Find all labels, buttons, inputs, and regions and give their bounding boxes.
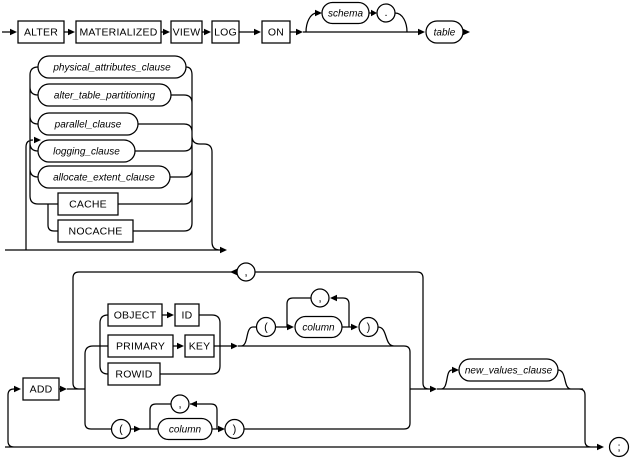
add-box [22,377,60,401]
id-label: ID [182,310,193,322]
rparen-upper-circle [358,316,379,338]
allocate-extent-clause-label: allocate_extent_clause [53,173,155,184]
logging-clause-label: logging_clause [53,147,120,158]
schema-oval [321,1,370,25]
outer-comma-label: , [244,267,247,279]
node-on: ON [261,20,291,44]
node-parallel-clause: parallel_clause [37,112,139,136]
node-key: KEY [184,334,215,358]
logging-clause-oval [37,139,136,163]
rparen-lower-circle [224,418,245,440]
node-logging-clause: logging_clause [37,139,136,163]
cache-label: CACHE [69,199,107,211]
node-comma-upper: , [310,288,330,308]
lparen-upper-label: ( [264,322,268,334]
column-upper-label: column [302,323,335,334]
semicolon-label: ; [617,442,620,454]
object-box [107,303,163,327]
physical-attributes-label: physical_attributes_clause [52,63,171,74]
node-lparen-lower: ( [110,418,132,440]
node-cache: CACHE [57,192,119,216]
node-alter-table-partitioning: alter_table_partitioning [37,83,172,107]
rparen-upper-label: ) [367,322,371,334]
node-column-upper: column [294,315,343,339]
primary-label: PRIMARY [116,341,165,353]
node-materialized: MATERIALIZED [75,20,162,44]
id-box [174,303,200,327]
node-alter: ALTER [17,20,65,44]
new-values-clause-label: new_values_clause [465,366,553,377]
materialized-box [75,20,162,44]
comma-upper-label: , [318,293,321,305]
column-lower-oval [157,417,213,441]
log-label: LOG [214,27,237,39]
new-values-clause-oval [458,358,559,382]
key-box [184,334,215,358]
column-lower-label: column [169,425,202,436]
nocache-box [57,219,134,243]
node-new-values-clause: new_values_clause [458,358,559,382]
node-primary: PRIMARY [107,334,174,358]
lparen-lower-circle [110,418,132,440]
physical-attributes-oval [37,55,187,79]
comma-lower-circle [170,394,190,414]
log-box [211,20,240,44]
node-schema: schema [321,1,370,25]
node-add: ADD [22,377,60,401]
view-label: VIEW [173,27,201,39]
comma-upper-circle [310,288,330,308]
node-physical-attributes-clause: physical_attributes_clause [37,55,187,79]
node-comma-lower: , [170,394,190,414]
rparen-lower-label: ) [233,424,237,436]
track-lines [2,12,597,448]
node-object: OBJECT [107,303,163,327]
node-nocache: NOCACHE [57,219,134,243]
cache-box [57,192,119,216]
key-label: KEY [189,341,211,353]
primary-box [107,334,174,358]
table-label: table [434,28,456,39]
object-label: OBJECT [114,310,157,322]
node-outer-comma: , [236,262,256,282]
lparen-upper-circle [255,316,277,338]
allocate-extent-clause-oval [37,165,171,189]
alter-table-partitioning-label: alter_table_partitioning [54,91,156,102]
parallel-clause-label: parallel_clause [54,120,122,131]
table-oval [425,20,464,44]
node-period: . [376,3,396,23]
view-box [170,20,203,44]
node-table: table [425,20,464,44]
node-rowid: ROWID [107,362,161,386]
node-lparen-upper: ( [255,316,277,338]
lparen-lower-label: ( [119,424,123,436]
schema-label: schema [328,9,363,20]
node-rparen-upper: ) [358,316,379,338]
alter-box [17,20,65,44]
semicolon-circle [608,436,630,458]
period-circle [376,3,396,23]
nocache-label: NOCACHE [69,226,123,238]
on-label: ON [268,27,284,39]
node-view: VIEW [170,20,203,44]
materialized-label: MATERIALIZED [79,27,157,39]
node-semicolon: ; [608,436,630,458]
period-label: . [384,7,387,19]
outer-comma-circle [236,262,256,282]
node-log: LOG [211,20,240,44]
alter-table-partitioning-oval [37,83,172,107]
node-id: ID [174,303,200,327]
alter-label: ALTER [24,27,58,39]
rowid-label: ROWID [115,369,152,381]
column-upper-oval [294,315,343,339]
node-allocate-extent-clause: allocate_extent_clause [37,165,171,189]
node-column-lower: column [157,417,213,441]
parallel-clause-oval [37,112,139,136]
rowid-box [107,362,161,386]
comma-lower-label: , [178,399,181,411]
add-label: ADD [30,384,53,396]
node-rparen-lower: ) [224,418,245,440]
on-box [261,20,291,44]
arrowheads [10,9,604,451]
